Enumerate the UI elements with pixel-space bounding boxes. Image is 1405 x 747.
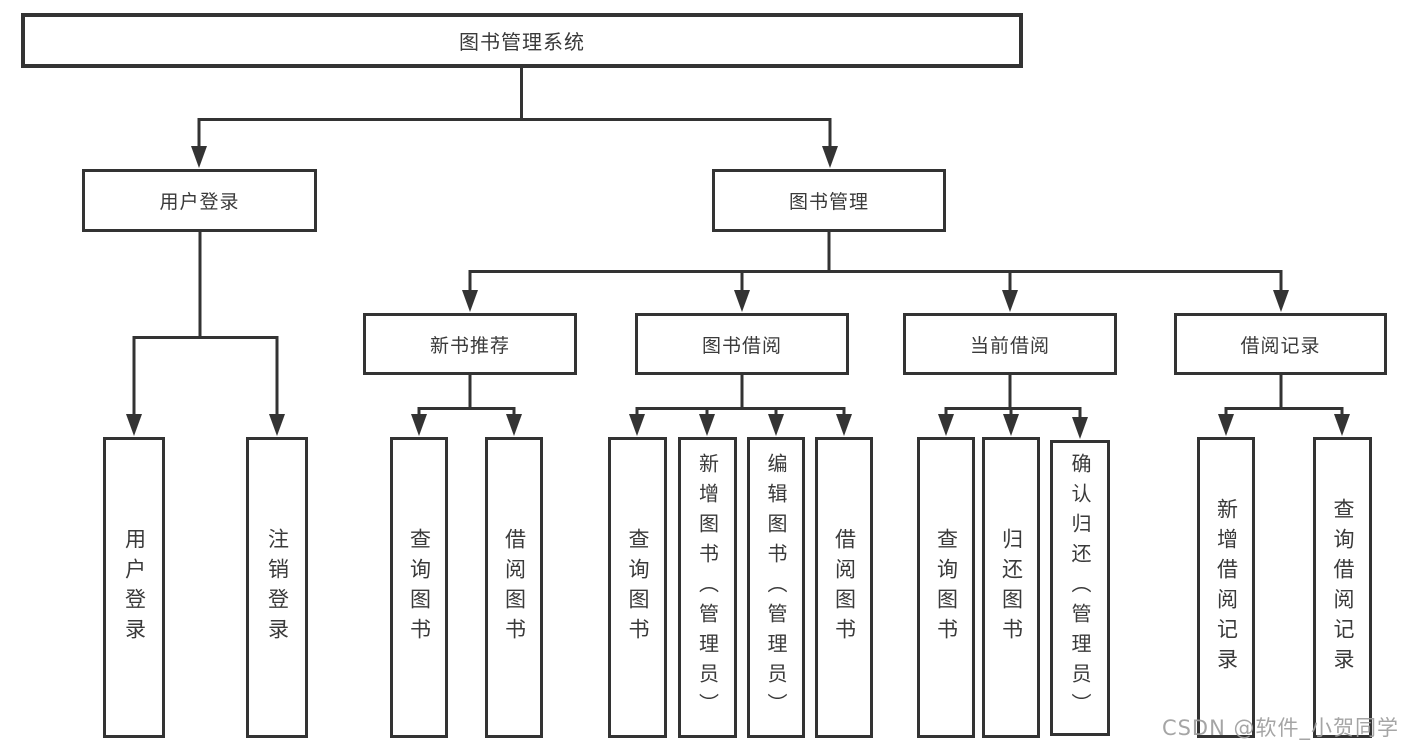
node-label: 借阅图书: [502, 527, 527, 648]
node-label: 图书管理系统: [459, 30, 585, 54]
node-label: 归还图书: [999, 527, 1024, 648]
leaf-user-login: 用户登录: [103, 437, 165, 738]
node-label: 借阅图书: [832, 527, 857, 648]
node-borrowing-records: 借阅记录: [1174, 313, 1387, 375]
leaf-query-books-borrowing: 查询图书: [608, 437, 667, 738]
leaf-add-book-admin: 新增图书（管理员）: [678, 437, 737, 738]
node-label: 查询图书: [934, 527, 959, 648]
node-label: 新增图书（管理员）: [695, 452, 720, 723]
node-label: 图书借阅: [701, 334, 782, 357]
leaf-confirm-return-admin: 确认归还（管理员）: [1050, 440, 1110, 736]
node-label: 查询图书: [626, 527, 650, 648]
node-label: 图书管理: [788, 191, 869, 213]
arrowheads: [126, 146, 1350, 439]
node-book-borrowing: 图书借阅: [635, 313, 849, 375]
node-label: 当前借阅: [969, 334, 1050, 357]
leaf-logout: 注销登录: [246, 437, 308, 738]
leaf-return-book: 归还图书: [982, 437, 1040, 738]
node-label: 新增借阅记录: [1214, 497, 1239, 678]
node-label: 查询借阅记录: [1331, 497, 1355, 678]
node-book-management: 图书管理: [712, 169, 946, 232]
node-label: 新书推荐: [429, 334, 510, 357]
node-library-management-system: 图书管理系统: [21, 13, 1023, 68]
node-label: 确认归还（管理员）: [1068, 453, 1092, 723]
node-new-book-recommendation: 新书推荐: [363, 313, 577, 375]
node-user-login: 用户登录: [82, 169, 317, 232]
node-label: 编辑图书（管理员）: [764, 452, 788, 723]
leaf-edit-book-admin: 编辑图书（管理员）: [747, 437, 805, 738]
leaf-query-books-recommend: 查询图书: [390, 437, 448, 738]
leaf-borrow-books-recommend: 借阅图书: [485, 437, 543, 738]
node-current-borrowing: 当前借阅: [903, 313, 1117, 375]
node-label: 借阅记录: [1240, 334, 1321, 357]
leaf-query-books-current: 查询图书: [917, 437, 975, 738]
leaf-add-borrow-record: 新增借阅记录: [1197, 437, 1255, 738]
node-label: 用户登录: [122, 527, 147, 648]
node-label: 用户登录: [159, 191, 240, 213]
watermark: CSDN @软件_小贺同学: [1161, 716, 1399, 740]
leaf-borrow-books-borrowing: 借阅图书: [815, 437, 873, 738]
node-label: 注销登录: [265, 527, 290, 648]
leaf-query-borrow-record: 查询借阅记录: [1313, 437, 1372, 738]
node-label: 查询图书: [407, 527, 432, 648]
